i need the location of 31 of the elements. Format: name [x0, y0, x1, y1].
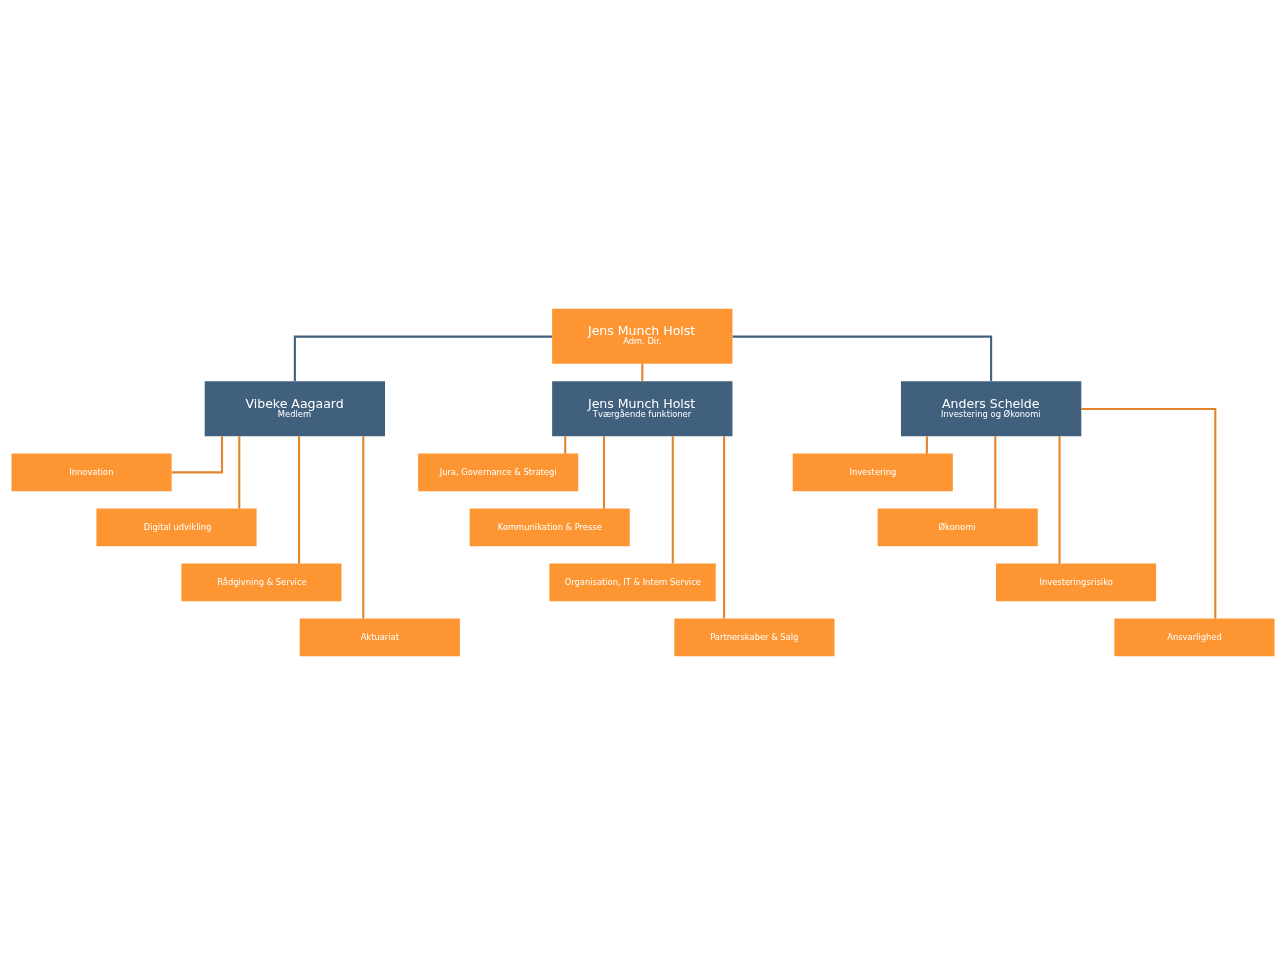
connector	[298, 436, 301, 564]
connector	[293, 335, 552, 382]
connector	[994, 436, 997, 509]
connector	[925, 436, 928, 454]
connector	[1081, 408, 1217, 619]
connector	[362, 436, 365, 619]
connector	[641, 363, 644, 382]
node-box: Økonomi	[877, 508, 1038, 547]
connector	[602, 436, 606, 509]
connector	[238, 436, 241, 509]
connector	[671, 436, 674, 564]
node-box: Jura, Governance & Strategi	[418, 453, 579, 492]
connector	[564, 436, 567, 454]
connector	[1058, 436, 1061, 564]
node-box: Jens Munch Holst Adm. Dir.	[552, 308, 733, 364]
node-box: Rådgivning & Service	[181, 563, 342, 602]
connector	[732, 335, 993, 382]
node-box: Jens Munch Holst Tværgående funktioner	[552, 381, 733, 437]
node-box: Vibeke Aagaard Medlem	[204, 381, 386, 437]
node-box: Investering	[792, 453, 953, 492]
node-box: Kommunikation & Presse	[469, 508, 630, 547]
node-box: Digital udvikling	[96, 508, 257, 547]
node-box: Aktuariat	[299, 618, 460, 657]
connector	[171, 436, 224, 474]
node-box: Anders Schelde Investering og Økonomi	[900, 381, 1082, 437]
node-box: Ansvarlighed	[1114, 618, 1275, 657]
node-box: Innovation	[11, 453, 172, 492]
node-box: Partnerskaber & Salg	[674, 618, 835, 657]
connector	[723, 436, 726, 619]
node-box: Organisation, IT & Intern Service	[549, 563, 716, 602]
node-box: Investeringsrisiko	[996, 563, 1157, 602]
